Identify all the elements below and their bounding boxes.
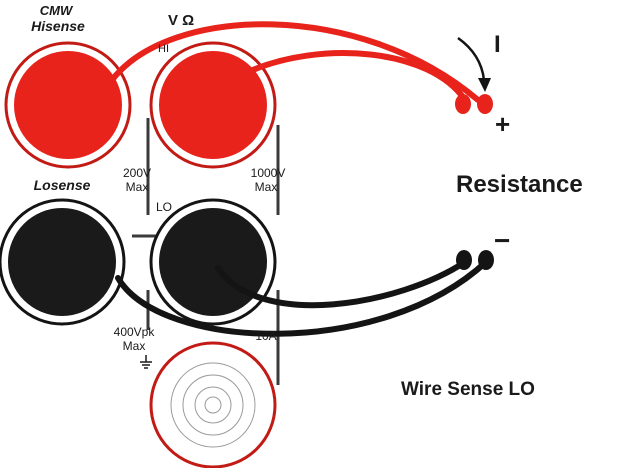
current-terminal-ring — [149, 341, 277, 469]
lo-label: LO — [156, 200, 172, 214]
panel-labels: CMW Hisense V Ω HI 200V Max 1000V Max Lo… — [31, 3, 285, 353]
red-lead-hisense — [109, 21, 481, 103]
red-probe-tip-1 — [455, 94, 471, 114]
hi-terminal-label: V Ω — [168, 12, 194, 29]
red-lead-hi — [245, 50, 468, 103]
max-right-value: 1000V — [251, 166, 286, 180]
panel-outline — [132, 118, 280, 385]
bottom-left-value: 400Vpk — [114, 325, 156, 339]
hi-terminal[interactable] — [149, 41, 277, 169]
bottom-right-value: 10A — [255, 329, 276, 343]
plus-sign: + — [495, 109, 510, 139]
hisense-top-label: CMW — [40, 3, 74, 18]
losense-terminal-face — [8, 208, 116, 316]
hi-terminal-face — [159, 51, 267, 159]
black-probe-tip-2 — [478, 250, 494, 270]
hisense-label: Hisense — [31, 18, 85, 34]
black-lead-lo — [215, 259, 468, 309]
annotation-labels: I + − Resistance Wire Sense LO — [401, 31, 583, 400]
current-arrow-shaft — [457, 36, 486, 81]
hisense-terminal[interactable] — [4, 41, 132, 169]
lo-terminal-face — [159, 208, 267, 316]
current-terminal[interactable] — [149, 341, 277, 469]
losense-terminal[interactable] — [0, 198, 126, 326]
black-probe-tips — [456, 250, 494, 270]
wire-sense-label: Wire Sense LO — [401, 379, 535, 400]
current-terminal-groove-4 — [204, 396, 222, 414]
black-probe-tip-1 — [456, 250, 472, 270]
current-terminal-groove-2 — [182, 374, 244, 436]
current-terminal-groove-3 — [194, 386, 232, 424]
minus-sign: − — [494, 225, 510, 256]
red-test-leads — [109, 21, 481, 103]
current-arrow-head — [478, 78, 491, 92]
losense-label: Losense — [34, 177, 91, 193]
hi-sub-label: HI — [158, 43, 169, 55]
resistance-label: Resistance — [456, 171, 583, 198]
red-probe-tip-2 — [477, 94, 493, 114]
max-right-unit: Max — [255, 180, 278, 194]
current-arrow — [457, 36, 491, 92]
max-left-unit: Max — [126, 180, 149, 194]
hisense-terminal-face — [14, 51, 122, 159]
black-test-leads — [115, 259, 489, 337]
bottom-left-unit: Max — [123, 339, 146, 353]
lo-terminal[interactable] — [149, 198, 277, 326]
current-label: I — [494, 31, 501, 58]
black-lead-losense — [115, 259, 489, 337]
ground-icon — [140, 355, 152, 369]
current-terminal-groove-1 — [170, 362, 256, 448]
red-probe-tips — [455, 94, 493, 114]
max-left-value: 200V — [123, 166, 151, 180]
